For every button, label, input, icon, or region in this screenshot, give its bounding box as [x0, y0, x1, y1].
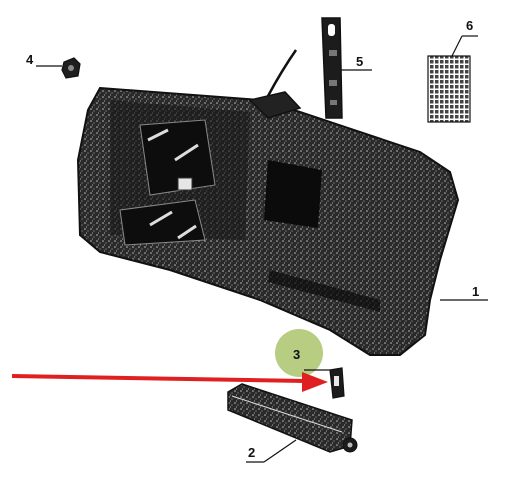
callout-number-4: 4 [26, 52, 34, 67]
callout-number-2: 2 [248, 445, 255, 460]
highlight-circle [275, 329, 323, 377]
callout-number-1: 1 [472, 284, 479, 299]
red-pointer-arrow [11, 372, 328, 392]
small-clip [61, 57, 81, 79]
callout-number-5: 5 [356, 54, 363, 69]
connector-part [329, 367, 345, 399]
callout-number-3: 3 [293, 347, 300, 362]
leader-line-2 [263, 439, 297, 463]
callout-number-6: 6 [466, 18, 473, 33]
bulb-holder [227, 383, 358, 453]
leader-line-6 [451, 35, 463, 57]
mounting-bracket [321, 17, 343, 119]
label-plate [427, 55, 471, 123]
strap-line [266, 49, 298, 97]
headlight-housing [76, 86, 460, 356]
